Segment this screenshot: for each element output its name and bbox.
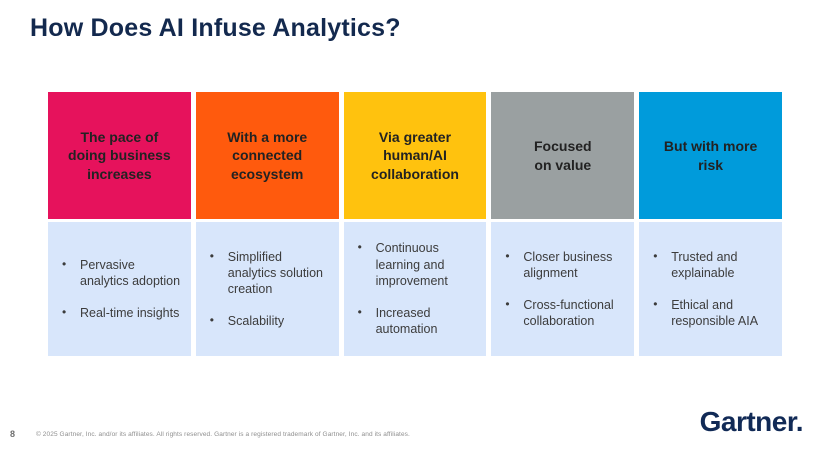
column-human-ai-collaboration: Via greater human/AI collaboration • Con…: [343, 92, 487, 356]
column-pace-of-business: The pace of doing business increases • P…: [48, 92, 191, 356]
page-number: 8: [10, 429, 16, 439]
column-focused-on-value: Focused on value • Closer business align…: [491, 92, 635, 356]
copyright-text: © 2025 Gartner, Inc. and/or its affiliat…: [36, 431, 410, 438]
bullet-icon: •: [209, 248, 214, 263]
bullet-icon: •: [357, 305, 362, 320]
list-item: • Scalability: [210, 313, 329, 329]
bullet-icon: •: [357, 240, 362, 255]
bullet-icon: •: [209, 313, 214, 328]
bullet-text: Pervasive analytics adoption: [80, 257, 181, 288]
bullet-icon: •: [653, 248, 658, 263]
column-body: • Continuous learning and improvement • …: [343, 222, 487, 356]
list-item: • Trusted and explainable: [653, 249, 772, 282]
bullet-text: Ethical and responsible AIA: [671, 298, 759, 329]
column-body: • Closer business alignment • Cross-func…: [491, 222, 635, 356]
column-body: • Simplified analytics solution creation…: [195, 222, 339, 356]
column-header: The pace of doing business increases: [48, 92, 191, 219]
column-header: Via greater human/AI collaboration: [343, 92, 487, 219]
bullet-icon: •: [62, 256, 67, 271]
bullet-text: Cross-functional collaboration: [523, 298, 614, 329]
columns-grid: The pace of doing business increases • P…: [48, 92, 782, 356]
list-item: • Increased automation: [358, 305, 477, 338]
list-item: • Real-time insights: [62, 305, 181, 321]
column-body: • Trusted and explainable • Ethical and …: [639, 222, 782, 356]
column-more-risk: But with more risk • Trusted and explain…: [639, 92, 782, 356]
bullet-icon: •: [62, 305, 67, 320]
list-item: • Closer business alignment: [505, 249, 624, 282]
slide-title: How Does AI Infuse Analytics?: [30, 14, 401, 42]
column-header: Focused on value: [491, 92, 635, 219]
column-header: But with more risk: [639, 92, 782, 219]
list-item: • Cross-functional collaboration: [505, 297, 624, 330]
bullet-icon: •: [505, 297, 510, 311]
bullet-text: Simplified analytics solution creation: [227, 249, 323, 297]
list-item: • Ethical and responsible AIA: [653, 297, 772, 330]
list-item: • Pervasive analytics adoption: [62, 257, 181, 290]
column-header: With a more connected ecosystem: [195, 92, 339, 219]
bullet-text: Continuous learning and improvement: [375, 241, 448, 288]
list-item: • Continuous learning and improvement: [358, 240, 477, 289]
list-item: • Simplified analytics solution creation: [210, 249, 329, 298]
bullet-text: Scalability: [227, 314, 285, 329]
column-body: • Pervasive analytics adoption • Real-ti…: [48, 222, 191, 356]
bullet-text: Real-time insights: [80, 306, 180, 321]
column-connected-ecosystem: With a more connected ecosystem • Simpli…: [195, 92, 339, 356]
bullet-text: Increased automation: [375, 306, 438, 337]
bullet-icon: •: [505, 248, 510, 263]
bullet-text: Trusted and explainable: [671, 249, 738, 280]
gartner-logo: Gartner.: [699, 406, 804, 437]
bullet-icon: •: [653, 297, 658, 311]
bullet-text: Closer business alignment: [523, 249, 613, 280]
